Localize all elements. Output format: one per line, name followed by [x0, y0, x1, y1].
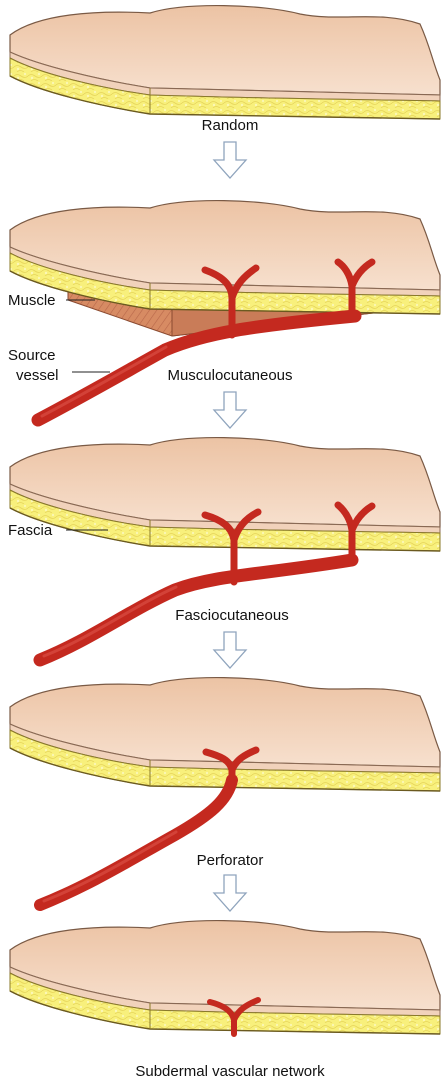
panel-random: Random — [10, 6, 440, 134]
panel-subdermal: Subdermal vascular network — [10, 921, 440, 1080]
down-arrow-icon — [214, 875, 246, 911]
skin-slab — [10, 6, 440, 119]
caption-perforator: Perforator — [197, 852, 264, 869]
skin-slab — [10, 438, 440, 551]
panel-fasciocutaneous: Fascia Fasciocutaneous — [8, 438, 440, 660]
down-arrow-icon — [214, 632, 246, 668]
skin-slab — [10, 921, 440, 1034]
skin-slab — [10, 678, 440, 791]
down-arrow-icon — [214, 392, 246, 428]
panel-perforator: Perforator — [10, 678, 440, 905]
caption-random: Random — [202, 117, 259, 134]
label-fascia: Fascia — [8, 522, 53, 539]
down-arrow-icon — [214, 142, 246, 178]
label-muscle: Muscle — [8, 292, 56, 309]
caption-fasciocutaneous: Fasciocutaneous — [175, 607, 288, 624]
caption-musculocutaneous: Musculocutaneous — [167, 367, 292, 384]
label-source-line2: vessel — [16, 367, 59, 384]
panel-musculocutaneous: Muscle Source vessel Musculocutaneous — [8, 201, 440, 420]
caption-subdermal-vascular-network: Subdermal vascular network — [135, 1063, 325, 1080]
label-source-line1: Source — [8, 347, 56, 364]
